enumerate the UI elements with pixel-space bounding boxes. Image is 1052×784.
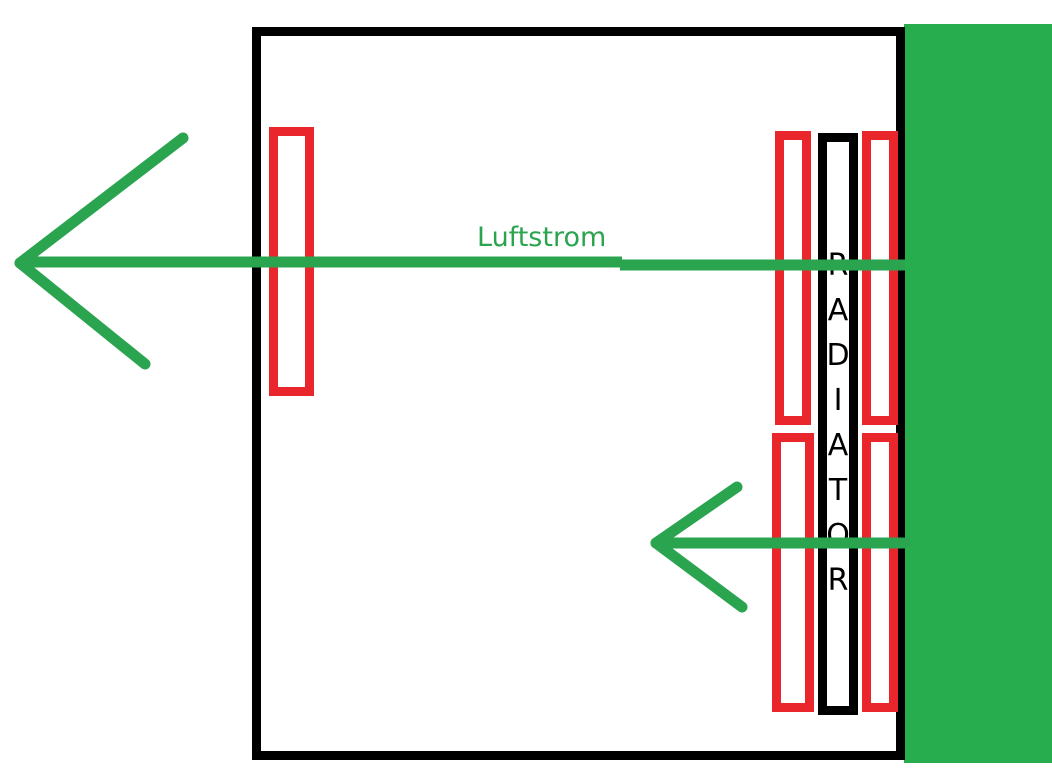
airflow-arrow-main (14, 132, 905, 370)
fan-right-inner-top (862, 131, 898, 425)
arrow-barb-upper (14, 132, 189, 269)
fan-right-outer-top (775, 131, 811, 425)
radiator-letter: D (826, 338, 849, 373)
arrow-barb-lower (14, 257, 151, 370)
case-outline (252, 27, 905, 760)
fan-right-inner-bottom (862, 433, 898, 712)
radiator-letter: R (828, 563, 849, 598)
airflow-arrow-lower (650, 481, 911, 613)
airflow-label: Luftstrom (477, 222, 606, 253)
arrow-barb-upper (650, 481, 743, 549)
radiator-letter: A (828, 293, 849, 328)
radiator-letter: T (828, 473, 848, 508)
radiator-letter: A (828, 428, 849, 463)
radiator-letter: I (834, 383, 843, 418)
fan-right-outer-bottom (772, 433, 814, 712)
arrow-barb-lower (650, 537, 748, 613)
radiator-block (818, 133, 858, 715)
green-block (904, 24, 1052, 763)
